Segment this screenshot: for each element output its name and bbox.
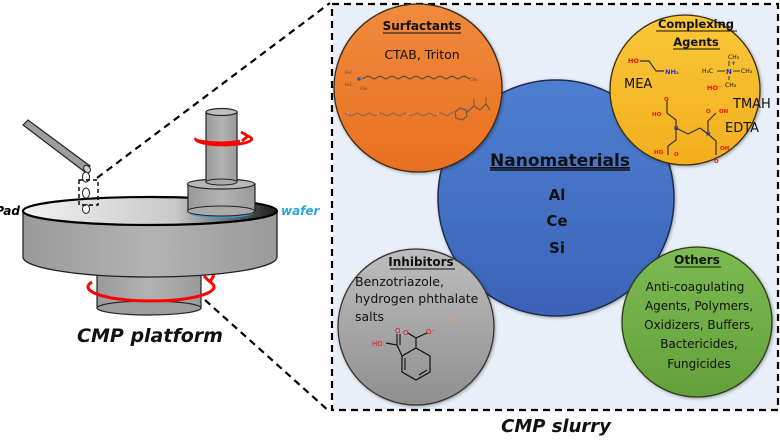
svg-text:NH₂: NH₂ (665, 68, 679, 76)
svg-text:CH₃: CH₃ (725, 82, 737, 89)
cmp-platform-caption: CMP platform (77, 325, 223, 347)
svg-text:K⁺: K⁺ (449, 317, 458, 325)
phthalate-molecule-icon: O HO O O⁻ K⁺ (372, 317, 458, 381)
svg-text:N: N (726, 68, 732, 76)
svg-text:N: N (674, 126, 679, 132)
svg-text:HO⁻: HO⁻ (707, 84, 721, 92)
surfactants-title: Surfactants (383, 19, 462, 33)
surfactants-circle: Surfactants CTAB, Triton H₃C H₃C CH₃ CH₃ (333, 3, 503, 173)
svg-text:H₃C: H₃C (345, 82, 353, 87)
svg-text:CH₃: CH₃ (741, 68, 753, 75)
others-line: Bactericides, (660, 337, 738, 351)
svg-text:+: + (731, 60, 736, 67)
nanomaterial-item: Al (549, 186, 566, 204)
pad-label: Pad (0, 204, 20, 218)
svg-text:O: O (395, 327, 401, 335)
zoom-region-box (78, 179, 99, 206)
svg-text:O: O (714, 159, 719, 165)
triton-molecule-icon (344, 97, 491, 121)
tmah-molecule-icon: CH₃ H₃C N + CH₃ CH₃ HO⁻ (702, 54, 753, 92)
surfactants-text: CTAB, Triton (384, 47, 459, 62)
inhibitors-title: Inhibitors (388, 255, 453, 269)
others-line: Oxidizers, Buffers, (644, 318, 754, 332)
svg-text:O: O (664, 97, 669, 103)
complexing-title-line2: Agents (673, 35, 719, 49)
cmp-platform: Pad wafer CMP platform (0, 2, 331, 413)
nanomaterials-circle: Nanomaterials Al Ce Si (437, 79, 675, 317)
edta-label: EDTA (725, 121, 759, 136)
wafer-label: wafer (281, 204, 321, 218)
slurry-nozzle (22, 119, 91, 174)
nanomaterial-item: Ce (546, 212, 567, 230)
wafer-carrier (186, 107, 256, 217)
callout-line-bottom (204, 299, 331, 413)
svg-text:OH: OH (720, 146, 730, 152)
svg-text:HO: HO (628, 57, 639, 65)
svg-text:O: O (674, 152, 679, 158)
inhibitors-line: Benzotriazole, (355, 274, 444, 289)
ctab-molecule-icon: H₃C H₃C CH₃ CH₃ (345, 70, 478, 91)
svg-text:CH₃: CH₃ (728, 54, 740, 61)
edta-molecule-icon: HO O N N O OH HO O OH O (652, 97, 730, 165)
others-line: Fungicides (667, 357, 731, 371)
nanomaterials-title: Nanomaterials (490, 151, 630, 171)
svg-text:H₃C: H₃C (345, 70, 353, 75)
carrier-rotation-arrow-icon (194, 130, 253, 147)
svg-text:HO: HO (654, 150, 664, 156)
svg-text:O: O (403, 329, 409, 337)
others-line: Agents, Polymers, (645, 299, 753, 313)
callout-line-top (96, 2, 331, 179)
others-title: Others (674, 253, 720, 267)
others-circle: Others Anti-coagulating Agents, Polymers… (621, 246, 773, 398)
svg-text:O⁻: O⁻ (426, 328, 436, 336)
complexing-title-line1: Complexing (658, 17, 734, 31)
inhibitors-circle: Inhibitors Benzotriazole, hydrogen phtha… (337, 248, 495, 406)
cmp-slurry-caption: CMP slurry (501, 416, 612, 437)
mea-label: MEA (624, 77, 652, 92)
svg-text:CH₃: CH₃ (360, 86, 368, 91)
svg-text:N: N (706, 132, 711, 138)
tmah-label: TMAH (732, 97, 771, 112)
svg-text:HO: HO (652, 112, 662, 118)
svg-text:CH₃: CH₃ (470, 77, 478, 82)
complexing-agents-circle: Complexing Agents HO NH₂ MEA CH₃ H₃C N + (609, 14, 771, 166)
svg-text:OH: OH (719, 109, 729, 115)
slurry-droplets (82, 171, 90, 214)
svg-text:H₃C: H₃C (702, 68, 713, 75)
svg-text:O: O (706, 109, 711, 115)
svg-text:HO: HO (372, 340, 383, 348)
inhibitors-line: hydrogen phthalate (355, 291, 479, 306)
nanomaterial-item: Si (549, 239, 565, 257)
others-line: Anti-coagulating (646, 280, 745, 294)
inhibitors-line: salts (355, 309, 384, 324)
platen-rotation-arrow-icon (86, 274, 216, 303)
mea-molecule-icon: HO NH₂ (628, 57, 679, 76)
cmp-slurry-panel: Nanomaterials Al Ce Si Surfactants CTAB,… (330, 2, 780, 437)
